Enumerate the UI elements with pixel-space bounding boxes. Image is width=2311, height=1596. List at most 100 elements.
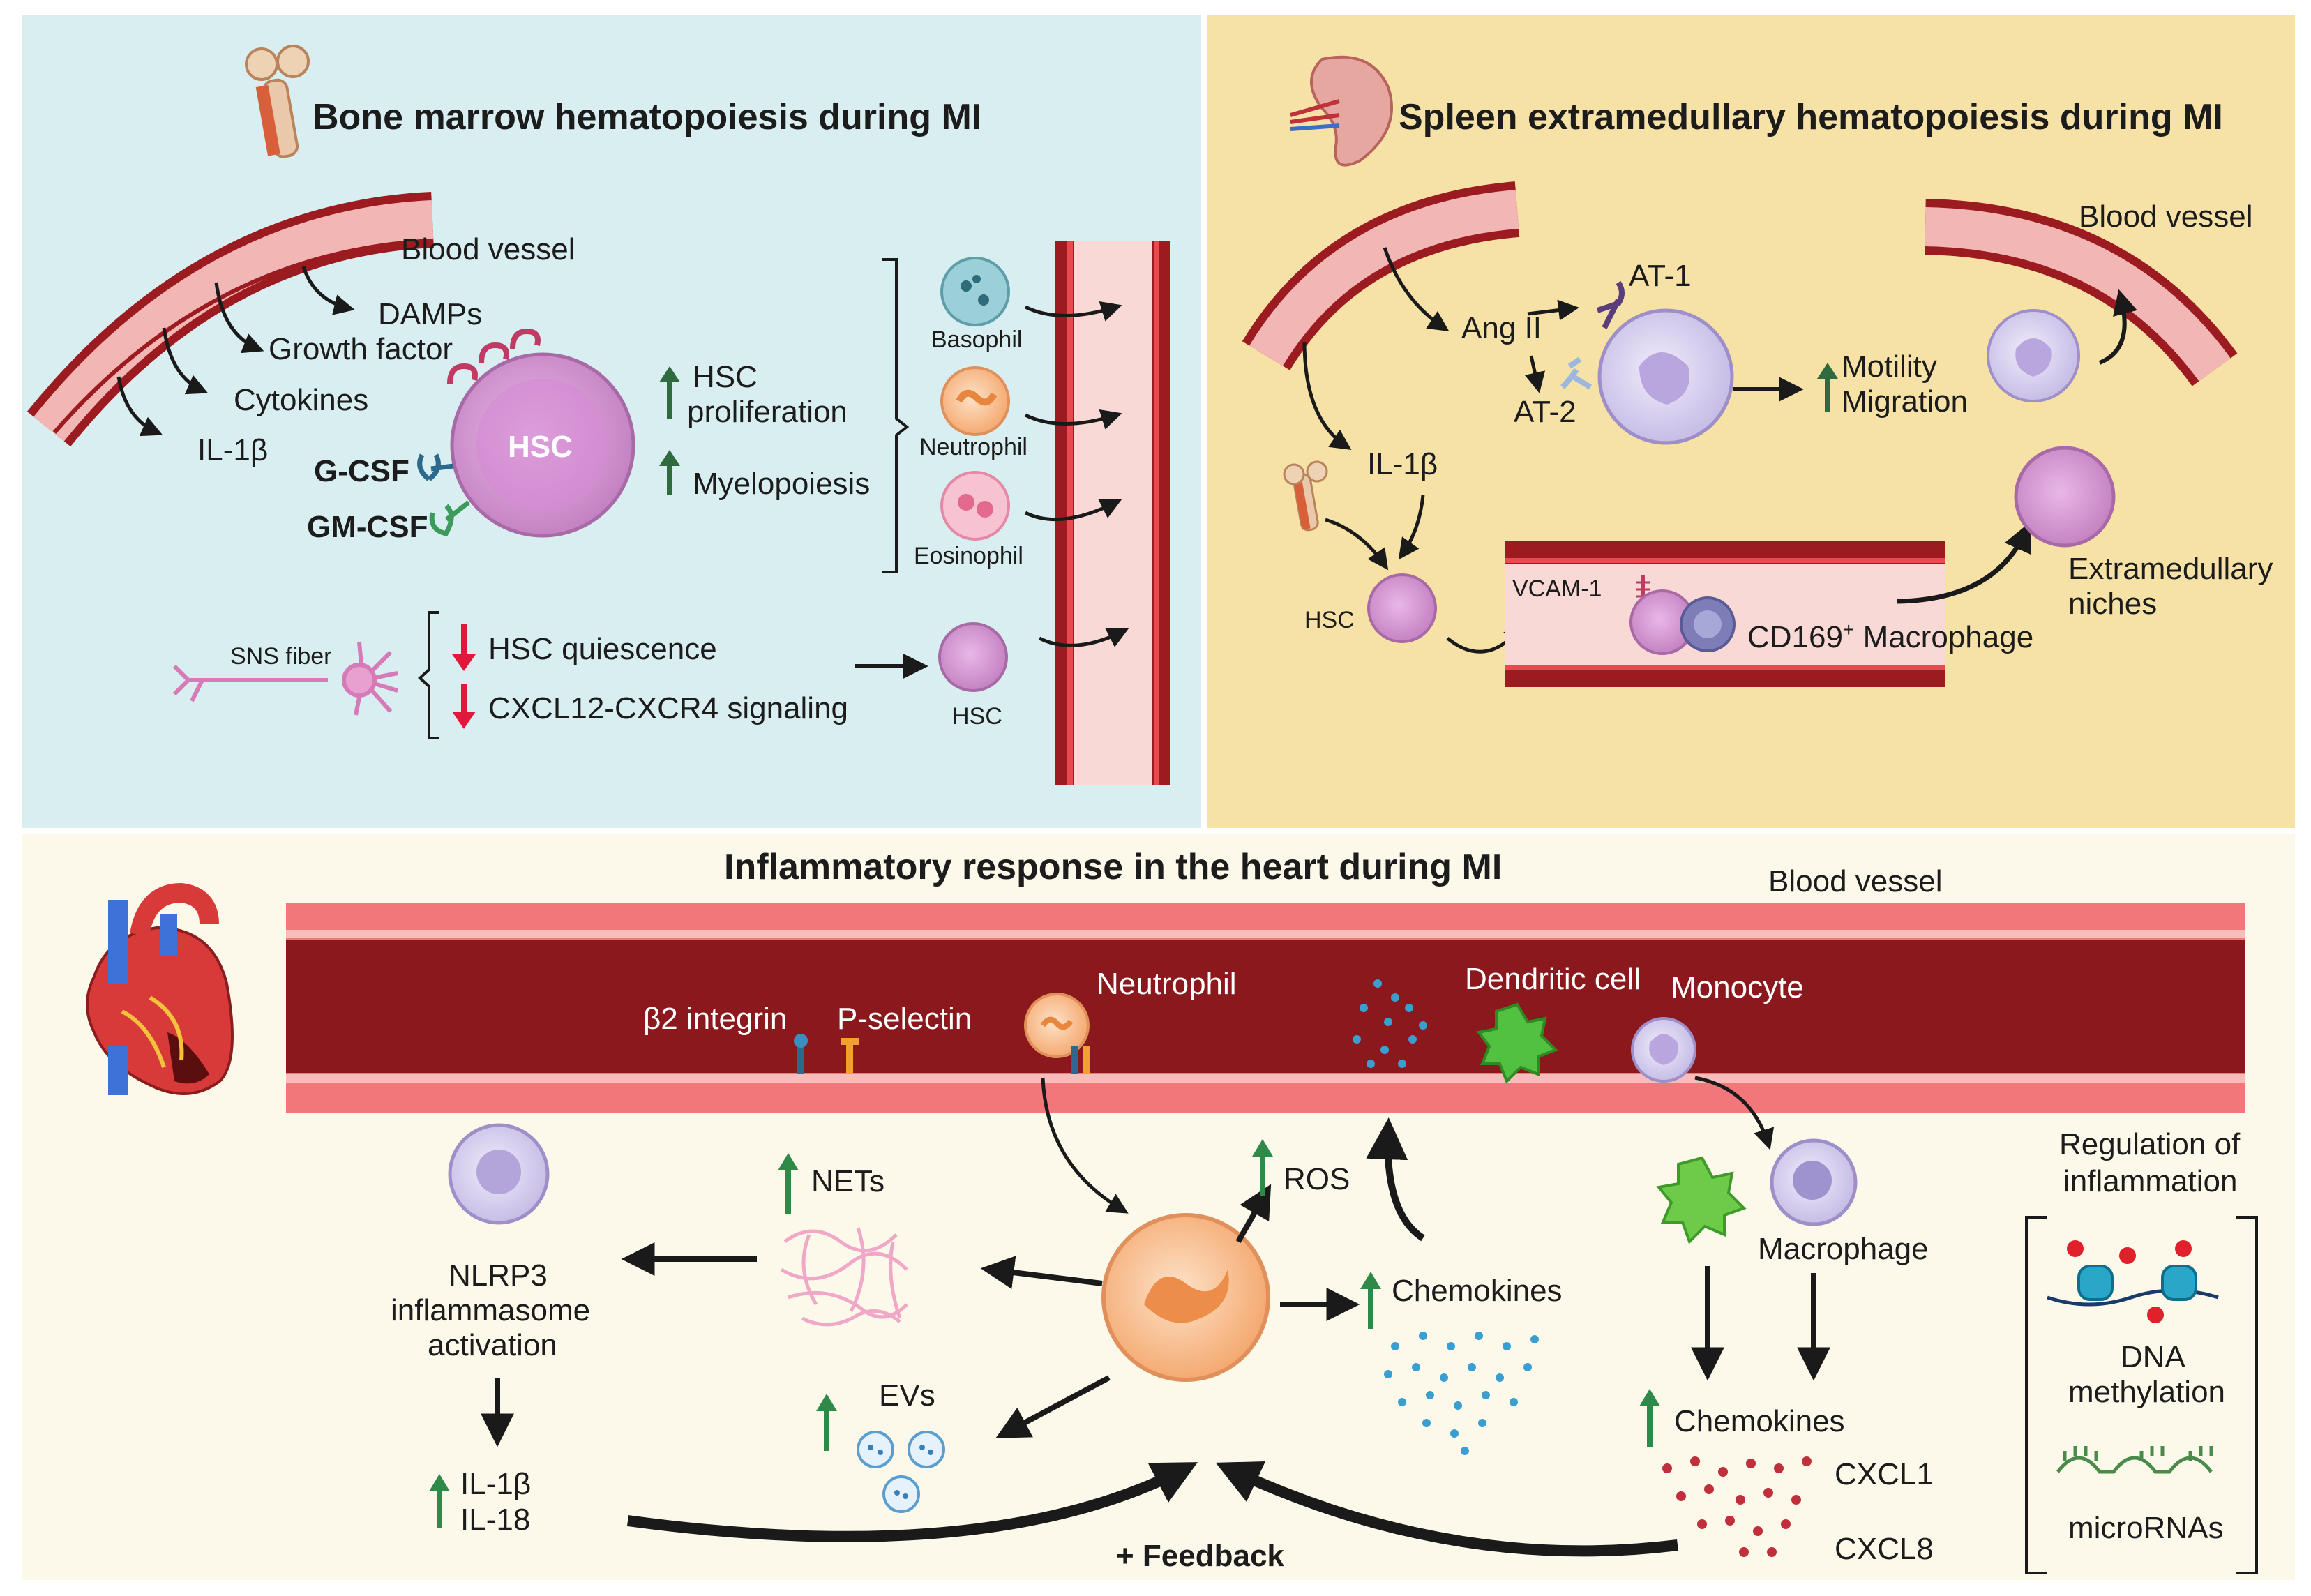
receptor-hooks <box>447 328 541 384</box>
at1-receptor <box>1596 280 1625 329</box>
bone-icon <box>1283 460 1328 532</box>
spleen-hsc-cell <box>1367 573 1437 643</box>
panel-spleen <box>1207 15 2295 828</box>
arrow <box>1302 341 1352 450</box>
arrow <box>2098 289 2137 365</box>
up-arrow-icon <box>659 366 680 419</box>
micrornas-label: microRNAs <box>2068 1511 2223 1545</box>
arrow <box>1041 1077 1129 1214</box>
bone-blood-vessel-label: Blood vessel <box>401 232 575 266</box>
regulation-label-2: inflammation <box>2063 1164 2237 1198</box>
hsc-small-cell <box>938 622 1008 692</box>
ros-label: ROS <box>1284 1162 1350 1196</box>
b2-integrin-receptor <box>794 1034 808 1074</box>
arrow <box>1383 247 1450 331</box>
ros-dots <box>1353 979 1427 1068</box>
heart-title: Inflammatory response in the heart durin… <box>724 847 1502 887</box>
arrow <box>1694 1076 1775 1150</box>
gcsf-label: G-CSF <box>314 454 409 488</box>
microrna-icon <box>2056 1446 2213 1474</box>
hsc-prolif-label-2: proliferation <box>687 395 848 429</box>
dendritic-cell <box>1476 1002 1558 1084</box>
b2-integrin-label: β2 integrin <box>643 1002 787 1036</box>
arrow <box>1524 355 1546 393</box>
monocyte-cell <box>1631 1017 1696 1083</box>
cxcl12-label: CXCL12-CXCR4 signaling <box>488 691 848 725</box>
niche-hsc-cell <box>2014 446 2116 548</box>
bone-title: Bone marrow hematopoiesis during MI <box>313 97 981 137</box>
dna-label-2: methylation <box>2068 1375 2225 1409</box>
up-arrow-icon <box>778 1153 799 1214</box>
myelopoiesis-label: Myelopoiesis <box>693 467 870 501</box>
brace <box>418 611 439 739</box>
macrophage-cell <box>448 1123 550 1225</box>
down-arrow-icon <box>452 684 476 729</box>
central-neutrophil-cell <box>1101 1213 1270 1382</box>
feedback-arrow-right <box>1215 1461 1678 1557</box>
ev-cargo-dots <box>868 1445 933 1499</box>
nlrp3-label-3: activation <box>428 1328 557 1362</box>
monocyte-cell-small <box>1987 309 2080 402</box>
neutrophil-label: Neutrophil <box>919 434 1027 460</box>
damps-label: DAMPs <box>378 297 482 331</box>
cxcl1-label: CXCL1 <box>1835 1457 1934 1491</box>
neutrophil-label: Neutrophil <box>1097 967 1237 1001</box>
arrow <box>1235 1184 1272 1243</box>
cxcl8-label: CXCL8 <box>1835 1532 1934 1566</box>
at2-receptor <box>1560 356 1593 390</box>
up-arrow-icon <box>1252 1139 1273 1196</box>
bracket <box>2025 1216 2258 1574</box>
ev-vesicles <box>857 1431 945 1513</box>
spleen-blood-vessel-label: Blood vessel <box>2079 200 2252 234</box>
chemokines2-label: Chemokines <box>1674 1404 1845 1438</box>
gmcsf-label: GM-CSF <box>307 510 428 544</box>
up-arrow-icon <box>1639 1389 1660 1447</box>
cxcl-dots <box>1662 1456 1812 1557</box>
gcsf-receptor <box>417 453 454 481</box>
up-arrow-icon <box>659 450 680 495</box>
p-selectin-receptor <box>841 1038 859 1074</box>
up-arrow-icon <box>816 1394 837 1451</box>
arrow <box>1527 299 1579 321</box>
gmcsf-receptor <box>429 500 471 536</box>
hsc-small-label: HSC <box>952 703 1002 730</box>
eosinophil-label: Eosinophil <box>914 543 1023 569</box>
spleen-vessel-left <box>1242 181 1520 371</box>
basophil-label: Basophil <box>931 326 1022 353</box>
sns-neuron-icon <box>172 641 398 716</box>
hsc-prolif-label-1: HSC <box>693 360 758 394</box>
eosinophil-cell <box>940 471 1010 541</box>
feedback-label: + Feedback <box>1116 1539 1284 1573</box>
up-arrow-icon <box>1817 363 1838 412</box>
vcam-label: VCAM-1 <box>1512 575 1602 602</box>
il1b-label: IL-1β <box>460 1467 531 1501</box>
bone-icon <box>245 45 310 158</box>
migration-arrows <box>1024 301 1129 647</box>
chemokine-dots <box>1384 1332 1539 1455</box>
p-selectin-label: P-selectin <box>837 1002 972 1036</box>
spleen-hsc-label: HSC <box>1304 607 1355 633</box>
cd169-macrophage-cell <box>1680 596 1736 652</box>
at1-label: AT-1 <box>1629 259 1692 293</box>
arrow <box>1366 1117 1425 1242</box>
up-arrow-icon <box>429 1474 450 1528</box>
evs-label: EVs <box>879 1378 935 1413</box>
arrow <box>1325 518 1389 571</box>
arrow <box>1897 522 2032 604</box>
cd169-superscript: + <box>1843 619 1854 640</box>
down-arrow-icon <box>452 624 476 671</box>
cytokines-label: Cytokines <box>234 383 368 417</box>
chemokines-label: Chemokines <box>1392 1274 1563 1308</box>
hsc-cell <box>447 328 635 538</box>
nets-structure <box>780 1227 908 1327</box>
bone-blood-vessel <box>27 192 434 447</box>
neutrophil-cell <box>940 366 1010 436</box>
spleen-vessel-right <box>1925 199 2238 386</box>
nlrp3-label-2: inflammasome <box>391 1293 590 1327</box>
heart-icon <box>86 882 234 1095</box>
niches-label-2: niches <box>2068 587 2157 621</box>
nets-label: NETs <box>811 1164 884 1198</box>
arrow <box>1398 495 1425 560</box>
heart-blood-vessel <box>286 903 2245 1113</box>
sns-fiber-label: SNS fiber <box>230 643 332 670</box>
